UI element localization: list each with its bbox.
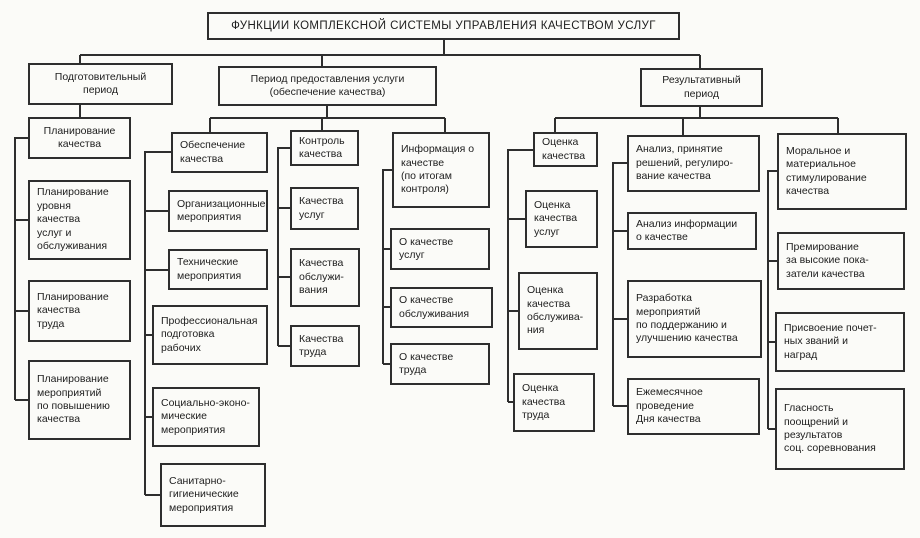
connector-control-spine (277, 147, 290, 347)
connector-top-tree (79, 40, 701, 68)
box-planning-labor-quality: Планирование качества труда (28, 280, 131, 342)
connector-assurance-spine (144, 151, 171, 496)
box-info-labor-quality: О качестве труда (390, 343, 490, 385)
connector-provision-bus (209, 106, 446, 132)
box-evaluation-maintenance-quality: Оценка качества обслужива- ния (518, 272, 598, 350)
connector-resultative-bus (554, 107, 839, 135)
box-control-service-quality: Качества услуг (290, 187, 359, 230)
connector-information-spine (382, 169, 392, 365)
box-period-preparatory: Подготовительный период (28, 63, 173, 105)
box-planning-quality-level: Планирование уровня качества услуг и обс… (28, 180, 131, 260)
box-quality-control: Контроль качества (290, 130, 359, 166)
box-monthly-quality-day: Ежемесячное проведение Дня качества (627, 378, 760, 435)
box-control-labor-quality: Качества труда (290, 325, 360, 367)
box-control-maintenance-quality: Качества обслужи- вания (290, 248, 360, 307)
box-honorary-titles-awards: Присвоение почет- ных званий и наград (775, 312, 905, 372)
connector-stimulation-spine (767, 170, 777, 430)
box-publicity-of-rewards: Гласность поощрений и результатов соц. с… (775, 388, 905, 470)
box-planning-quality: Планирование качества (28, 117, 131, 159)
box-period-resultative: Результативный период (640, 68, 763, 107)
box-quality-evaluation: Оценка качества (533, 132, 598, 167)
box-quality-bonuses: Премирование за высокие пока- затели кач… (777, 232, 905, 290)
box-analysis-decisions-regulation: Анализ, принятие решений, регулиро- вани… (627, 135, 760, 192)
connector-analysis-spine (612, 162, 627, 407)
diagram-title: ФУНКЦИИ КОМПЛЕКСНОЙ СИСТЕМЫ УПРАВЛЕНИЯ К… (207, 12, 680, 40)
box-info-maintenance-quality: О качестве обслуживания (390, 287, 493, 328)
box-moral-material-stimulation: Моральное и материальное стимулирование … (777, 133, 907, 210)
box-quality-assurance: Обеспечение качества (171, 132, 268, 173)
box-evaluation-service-quality: Оценка качества услуг (525, 190, 598, 248)
connector-preparatory-spine (14, 105, 81, 401)
connector-evaluation-spine (507, 149, 533, 403)
box-socio-economic-measures: Социально-эконо- мические мероприятия (152, 387, 260, 447)
box-sanitary-hygienic-measures: Санитарно- гигиенические мероприятия (160, 463, 266, 527)
box-technical-measures: Технические мероприятия (168, 249, 268, 290)
box-quality-information: Информация о качестве (по итогам контрол… (392, 132, 490, 208)
box-planning-improvement-measures: Планирование мероприятий по повышению ка… (28, 360, 131, 440)
box-period-provision: Период предоставления услуги (обеспечени… (218, 66, 437, 106)
box-evaluation-labor-quality: Оценка качества труда (513, 373, 595, 432)
box-professional-training: Профессиональная подготовка рабочих (152, 305, 268, 365)
box-quality-info-analysis: Анализ информации о качестве (627, 212, 757, 250)
box-info-service-quality: О качестве услуг (390, 228, 490, 270)
box-organizational-measures: Организационные мероприятия (168, 190, 268, 232)
box-improvement-measures-development: Разработка мероприятий по поддержанию и … (627, 280, 762, 358)
